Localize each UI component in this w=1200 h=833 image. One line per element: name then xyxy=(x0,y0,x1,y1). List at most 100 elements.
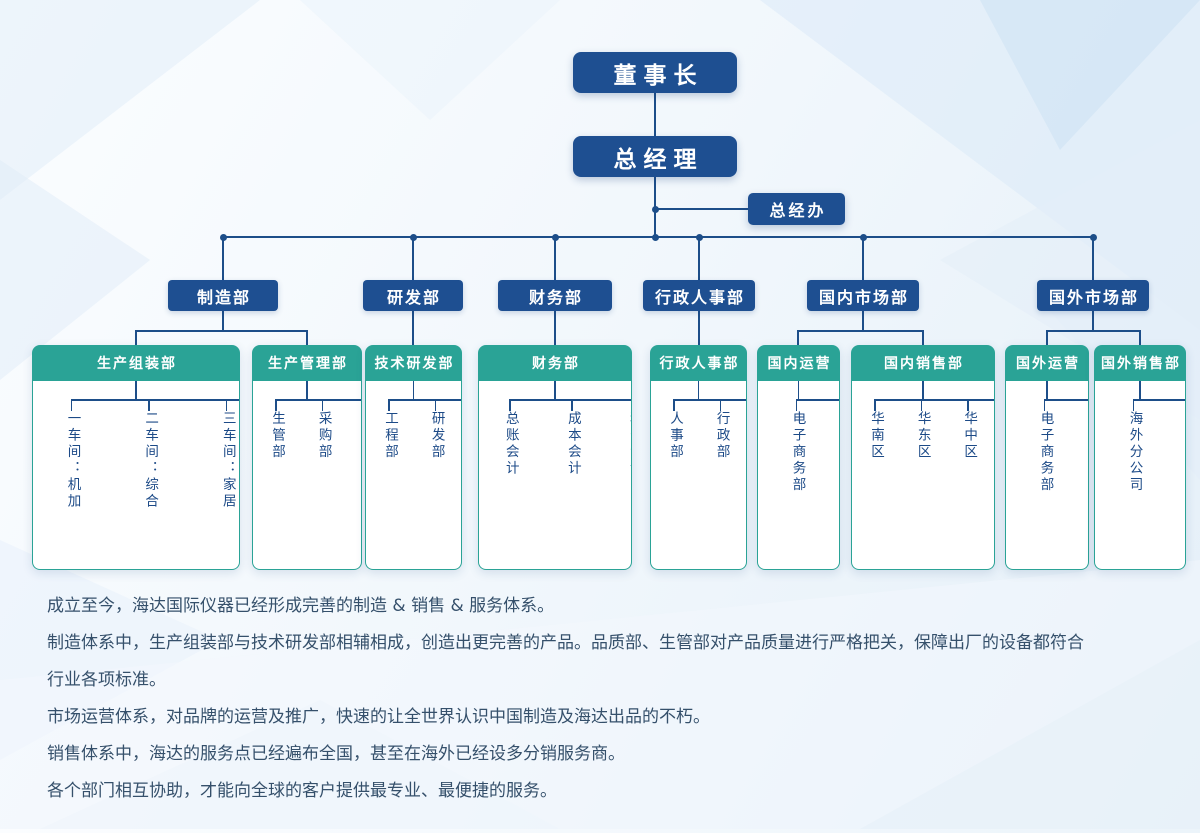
leaf-label: 税务会计 xyxy=(626,411,632,477)
leaf-cell: 华东区 xyxy=(899,399,946,461)
card-body: 总账会计 成本会计 税务会计 应收会计 出纳 xyxy=(478,381,632,570)
leaf-label: 研发部 xyxy=(428,411,444,461)
card-body: 人事部 行政部 后勤部 xyxy=(650,381,747,570)
leaf-label: 成本会计 xyxy=(564,411,580,477)
connector-line xyxy=(554,311,556,345)
connector-line xyxy=(698,311,700,345)
connector-line xyxy=(654,208,749,210)
connector-stub xyxy=(698,381,700,399)
node-dept-domestic-market: 国内市场部 xyxy=(807,280,919,311)
card-body: 海外分公司 外贸业务部 xyxy=(1094,381,1186,570)
connector-line xyxy=(1139,331,1141,346)
leaf-cell: 客服部 xyxy=(459,399,462,461)
card-title: 国外销售部 xyxy=(1094,345,1186,381)
leaf-cell: 电子商务部 xyxy=(758,399,836,494)
leaf-cell: 三车间：家居 xyxy=(188,399,240,560)
connector-stub xyxy=(1046,381,1048,399)
connector-line xyxy=(1046,331,1048,346)
connector-dot xyxy=(860,234,867,241)
leaf-row: 生管部 采购部 品质部 xyxy=(253,399,361,461)
leaf-label: 一车间：机加 xyxy=(64,411,80,560)
card-title: 财务部 xyxy=(478,345,632,381)
leaf-row: 电子商务部 运营管理部 xyxy=(758,399,839,494)
card-title: 国内运营 xyxy=(757,345,840,381)
leaf-label: 二车间：综合 xyxy=(142,411,158,560)
connector-stub xyxy=(413,381,415,399)
connector-line xyxy=(862,311,864,331)
card-title: 国外运营 xyxy=(1005,345,1089,381)
leaf-cell: 电子商务部 xyxy=(1006,399,1084,494)
connector-dot xyxy=(652,234,659,241)
card-body: 一车间：机加 二车间：综合 三车间：家居 四车间：钣金 五车间：标准环境类 六车… xyxy=(32,381,240,570)
leaf-cell: 采购部 xyxy=(300,399,347,461)
leaf-label: 工程部 xyxy=(382,411,398,461)
card-title: 国内销售部 xyxy=(851,345,995,381)
connector-stub xyxy=(306,381,308,399)
leaf-label: 人事部 xyxy=(667,411,683,461)
leaf-label: 海外分公司 xyxy=(1126,411,1142,494)
connector-line xyxy=(922,331,924,346)
node-dept-finance: 财务部 xyxy=(498,280,612,311)
connector-line xyxy=(306,331,308,346)
leaf-cell: 华南区 xyxy=(852,399,899,461)
leaf-cell: 运营管理部 xyxy=(1084,399,1089,494)
connector-line xyxy=(654,93,656,137)
leaf-cell: 二车间：综合 xyxy=(111,399,189,560)
connector-line xyxy=(412,311,414,345)
card-title: 生产管理部 xyxy=(252,345,362,381)
description-paragraph: 市场运营体系，对品牌的运营及推广，快速的让全世界认识中国制造及海达出品的不朽。 xyxy=(47,699,1092,736)
leaf-label: 行政部 xyxy=(713,411,729,461)
card-body: 华南区 华东区 华中区 华北区 西北区 xyxy=(851,381,995,570)
connector-line xyxy=(135,331,137,346)
leaf-row: 总账会计 成本会计 税务会计 应收会计 出纳 xyxy=(479,399,631,477)
card-domestic-sales: 国内销售部 华南区 华东区 华中区 华北区 西北区 xyxy=(851,345,995,570)
card-body: 工程部 研发部 客服部 xyxy=(365,381,462,570)
description-paragraph: 制造体系中，生产组装部与技术研发部相辅相成，创造出更完善的产品。品质部、生管部对… xyxy=(47,625,1092,699)
leaf-label: 华中区 xyxy=(961,411,977,461)
leaf-cell: 运营管理部 xyxy=(836,399,840,494)
card-production-assembly: 生产组装部 一车间：机加 二车间：综合 三车间：家居 四车间：钣金 五车间：标准… xyxy=(32,345,240,570)
connector-line xyxy=(797,330,924,332)
card-title: 技术研发部 xyxy=(365,345,462,381)
connector-dot xyxy=(410,234,417,241)
connector-dot xyxy=(552,234,559,241)
connector-dot xyxy=(696,234,703,241)
leaf-cell: 税务会计 xyxy=(603,399,632,477)
leaf-label: 采购部 xyxy=(315,411,331,461)
node-general-manager: 总经理 xyxy=(573,136,737,177)
leaf-label: 三车间：家居 xyxy=(219,411,235,560)
connector-line xyxy=(797,331,799,346)
card-body: 电子商务部 运营管理部 xyxy=(757,381,840,570)
leaf-label: 华东区 xyxy=(914,411,930,461)
leaf-cell: 后勤部 xyxy=(744,399,747,461)
card-body: 生管部 采购部 品质部 xyxy=(252,381,362,570)
leaf-row: 电子商务部 运营管理部 xyxy=(1006,399,1088,494)
card-title: 生产组装部 xyxy=(32,345,240,381)
connector-stub xyxy=(798,381,800,399)
leaf-cell: 一车间：机加 xyxy=(33,399,111,560)
leaf-cell: 行政部 xyxy=(698,399,745,461)
description-paragraph: 成立至今，海达国际仪器已经形成完善的制造 & 销售 & 服务体系。 xyxy=(47,588,1092,625)
connector-line xyxy=(412,237,414,281)
leaf-cell: 华北区 xyxy=(992,399,995,461)
leaf-cell: 华中区 xyxy=(945,399,992,461)
connector-dot xyxy=(220,234,227,241)
card-title: 行政人事部 xyxy=(650,345,747,381)
leaf-label: 电子商务部 xyxy=(789,411,805,494)
connector-stub xyxy=(135,381,137,399)
card-domestic-operations: 国内运营 电子商务部 运营管理部 xyxy=(757,345,840,570)
card-finance: 财务部 总账会计 成本会计 税务会计 应收会计 出纳 xyxy=(478,345,632,570)
connector-line xyxy=(554,237,556,281)
description-paragraph: 销售体系中，海达的服务点已经遍布全国，甚至在海外已经设多分销服务商。 xyxy=(47,736,1092,773)
node-dept-manufacturing: 制造部 xyxy=(168,280,278,311)
card-body: 电子商务部 运营管理部 xyxy=(1005,381,1089,570)
connector-line xyxy=(1092,311,1094,331)
leaf-row: 人事部 行政部 后勤部 xyxy=(651,399,746,461)
card-admin-hr: 行政人事部 人事部 行政部 后勤部 xyxy=(650,345,747,570)
description-block: 成立至今，海达国际仪器已经形成完善的制造 & 销售 & 服务体系。 制造体系中，… xyxy=(47,588,1092,810)
connector-line xyxy=(222,237,224,281)
leaf-cell: 品质部 xyxy=(346,399,362,461)
node-dept-overseas-market: 国外市场部 xyxy=(1037,280,1149,311)
node-gm-office: 总经办 xyxy=(748,193,845,225)
